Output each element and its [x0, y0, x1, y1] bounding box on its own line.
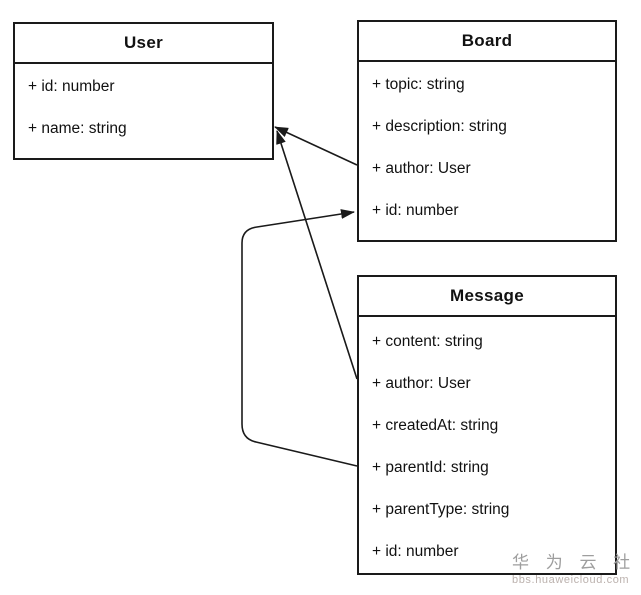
class-field: + createdAt: string: [372, 417, 499, 434]
class-field: + author: User: [372, 375, 471, 392]
class-fields-message: + content: string + author: User + creat…: [359, 317, 615, 573]
class-field: + content: string: [372, 333, 483, 350]
edge-message-author-to-user: [276, 130, 358, 380]
class-field: + id: number: [372, 202, 459, 219]
class-field: + parentType: string: [372, 501, 510, 518]
class-fields-user: + id: number + name: string: [15, 64, 272, 150]
class-box-message: Message + content: string + author: User…: [357, 275, 617, 575]
class-field: + description: string: [372, 118, 507, 135]
class-fields-board: + topic: string + description: string + …: [359, 62, 615, 232]
edge-message-parentid-to-board-id: [241, 209, 358, 467]
class-field: + topic: string: [372, 76, 465, 93]
class-field: + name: string: [28, 120, 127, 137]
class-field: + id: number: [28, 78, 115, 95]
class-title-user: User: [15, 24, 272, 64]
class-title-board: Board: [359, 22, 615, 62]
class-box-board: Board + topic: string + description: str…: [357, 20, 617, 242]
class-box-user: User + id: number + name: string: [13, 22, 274, 160]
class-title-message: Message: [359, 277, 615, 317]
class-field: + parentId: string: [372, 459, 489, 476]
class-field: + author: User: [372, 160, 471, 177]
class-field: + id: number: [372, 543, 459, 560]
edge-board-author-to-user: [274, 126, 358, 166]
